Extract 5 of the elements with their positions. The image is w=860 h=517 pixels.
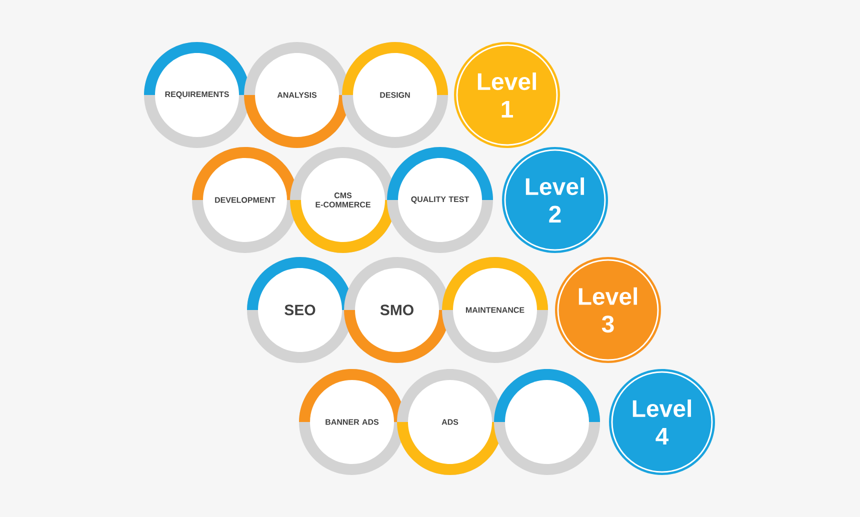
- level-badge: Level 3: [555, 257, 661, 363]
- level-badge: Level 4: [609, 368, 715, 475]
- level-badge: Level 2: [502, 147, 608, 253]
- ring-circle: [494, 368, 600, 475]
- level-badge: Level 1: [454, 42, 560, 148]
